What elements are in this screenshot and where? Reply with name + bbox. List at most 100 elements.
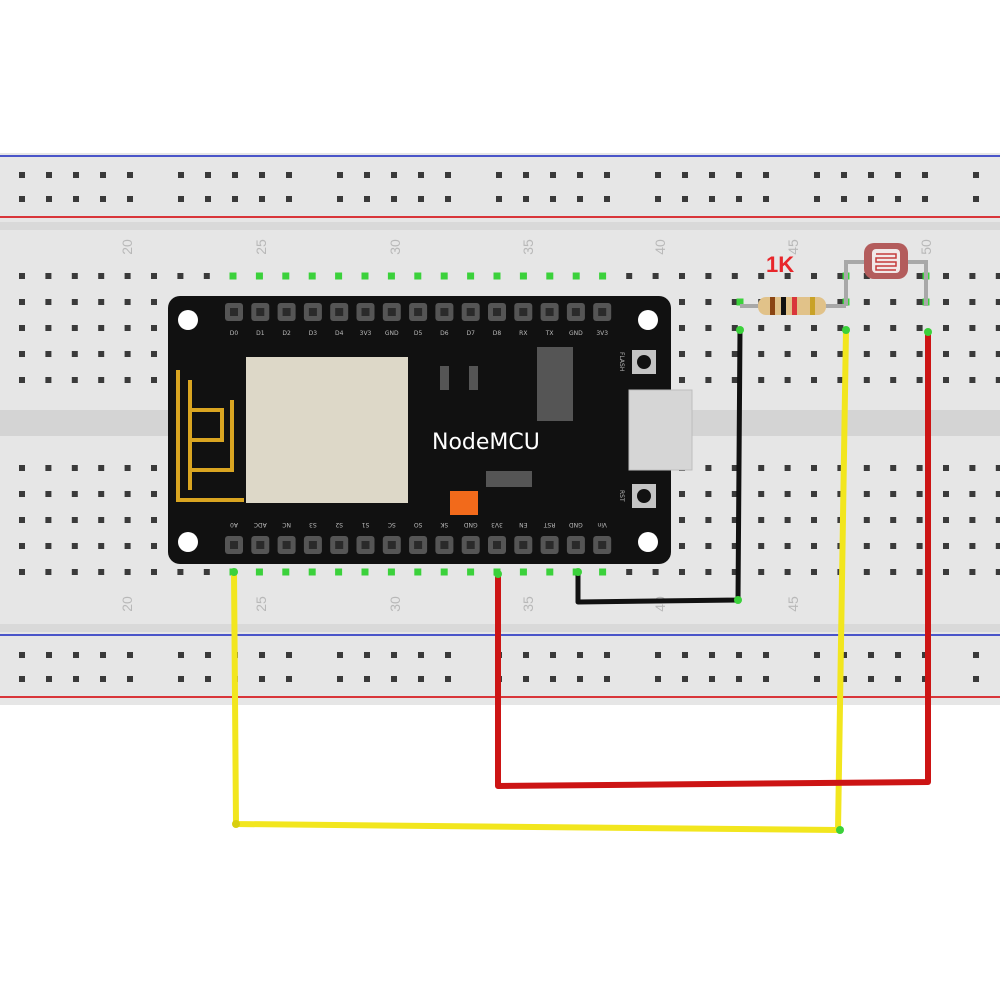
pin-label-top: D6 — [440, 330, 449, 337]
header-pin-socket — [598, 308, 607, 316]
terminal-hole — [943, 299, 949, 305]
rail-hole — [655, 196, 661, 202]
red-wire-end-a — [494, 570, 502, 578]
black-wire[interactable] — [575, 329, 743, 605]
connected-hole — [736, 298, 744, 306]
terminal-hole — [916, 377, 923, 383]
photoresistor[interactable] — [844, 243, 928, 306]
yellow-wire[interactable] — [231, 329, 849, 833]
pin-label-top: TX — [545, 330, 554, 337]
terminal-hole — [863, 569, 870, 575]
terminal-hole — [151, 569, 157, 575]
rail-hole — [205, 172, 211, 178]
terminal-hole — [969, 569, 976, 575]
terminal-hole — [124, 491, 131, 497]
rail-hole — [445, 676, 451, 682]
pin-label-top: D7 — [466, 330, 475, 337]
header-pin-socket — [361, 308, 370, 316]
terminal-hole — [731, 517, 738, 523]
rail-hole — [973, 196, 979, 202]
red-wire-end-b — [924, 328, 932, 336]
column-number-top: 50 — [918, 239, 934, 255]
rail-hole — [682, 196, 688, 202]
connected-hole — [519, 568, 527, 576]
rail-hole — [418, 172, 424, 178]
pin-label-bottom: RST — [543, 521, 555, 528]
terminal-hole — [863, 325, 870, 331]
resistor[interactable]: 1K — [740, 252, 846, 315]
rail-hole — [841, 652, 847, 658]
pin-label-bottom: A0 — [230, 521, 238, 528]
rail-hole — [577, 172, 583, 178]
terminal-hole — [837, 273, 844, 279]
terminal-hole — [969, 491, 976, 497]
terminal-hole — [19, 465, 25, 471]
regulator-chip — [537, 347, 573, 421]
rail-hole — [100, 172, 106, 178]
header-pin-socket — [308, 308, 317, 316]
terminal-hole — [203, 569, 210, 575]
terminal-hole — [916, 299, 923, 305]
terminal-hole — [784, 543, 791, 549]
terminal-hole — [784, 325, 791, 331]
terminal-hole — [151, 465, 157, 471]
black-wire-bend — [734, 596, 742, 604]
terminal-hole — [177, 273, 184, 279]
rail-hole — [100, 652, 106, 658]
rail-hole — [259, 676, 265, 682]
pin-label-bottom: Vin — [597, 521, 607, 528]
header-pin-socket — [466, 541, 475, 549]
terminal-hole — [731, 569, 738, 575]
terminal-hole — [784, 517, 791, 523]
pin-label-bottom: SO — [414, 521, 423, 528]
terminal-hole — [679, 325, 685, 331]
terminal-hole — [863, 351, 870, 357]
rail-hole — [364, 196, 370, 202]
terminal-hole — [943, 569, 949, 575]
yellow-wire-end-a — [230, 568, 238, 576]
black-wire-end-a — [574, 568, 582, 576]
terminal-hole — [890, 351, 897, 357]
pin-label-bottom: 3V3 — [491, 521, 503, 528]
header-pin-socket — [256, 541, 265, 549]
header-pin-socket — [282, 308, 291, 316]
connected-hole — [440, 272, 448, 280]
usb-connector — [628, 389, 693, 471]
nodemcu-label: NodeMCU — [432, 430, 540, 455]
terminal-hole — [679, 273, 685, 279]
terminal-hole — [758, 377, 765, 383]
terminal-hole — [811, 491, 817, 497]
rail-hole — [655, 676, 661, 682]
terminal-hole — [890, 299, 897, 305]
terminal-hole — [71, 377, 78, 383]
terminal-hole — [705, 325, 712, 331]
connected-hole — [308, 568, 316, 576]
terminal-hole — [784, 377, 791, 383]
connected-hole — [282, 568, 290, 576]
flash-button-cap — [637, 355, 651, 369]
terminal-hole — [45, 351, 52, 357]
terminal-hole — [679, 377, 685, 383]
header-pin-socket — [414, 308, 423, 316]
red-wire[interactable] — [495, 332, 931, 789]
rail-hole — [127, 652, 133, 658]
resistor-label: 1K — [766, 252, 794, 277]
terminal-hole — [811, 325, 817, 331]
terminal-hole — [705, 465, 712, 471]
uart-chip — [486, 471, 532, 487]
terminal-hole — [705, 543, 712, 549]
terminal-hole — [45, 543, 52, 549]
connected-hole — [229, 272, 237, 280]
pin-label-top: GND — [385, 330, 399, 337]
rail-hole — [445, 652, 451, 658]
rail-hole — [814, 652, 820, 658]
terminal-hole — [71, 569, 78, 575]
rail-hole — [445, 172, 451, 178]
terminal-hole — [916, 569, 923, 575]
terminal-hole — [45, 325, 52, 331]
header-pin-socket — [414, 541, 423, 549]
connected-hole — [387, 568, 395, 576]
terminal-hole — [124, 543, 131, 549]
rail-hole — [763, 676, 769, 682]
